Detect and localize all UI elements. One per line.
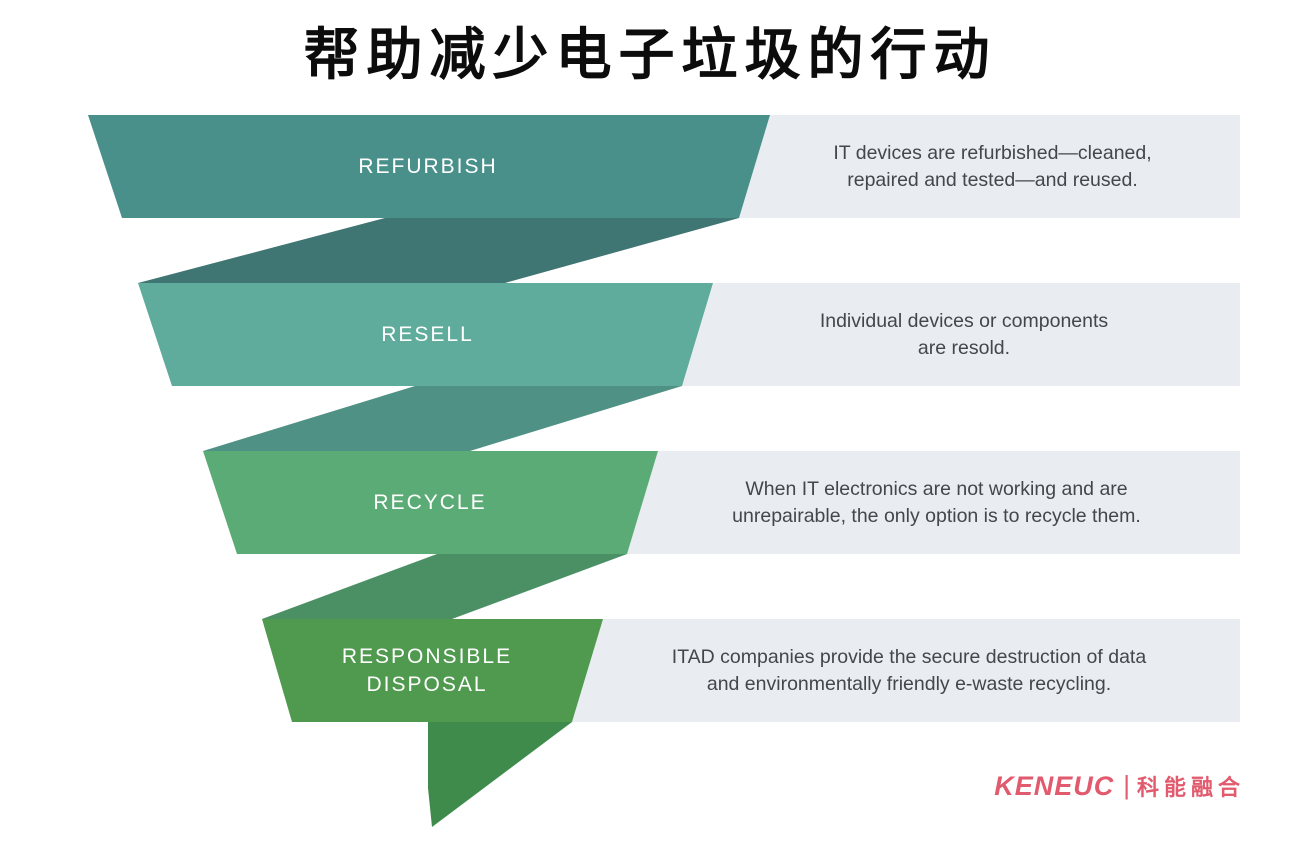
description-line: are resold. <box>917 336 1011 359</box>
description-recycle: When IT electronics are not working and … <box>633 451 1240 554</box>
description-box-responsible-disposal <box>572 619 1240 722</box>
band-recycle <box>203 451 658 554</box>
description-line: IT devices are refurbished—cleaned, <box>833 141 1152 164</box>
description-box-recycle <box>627 451 1240 554</box>
band-label-refurbish: REFURBISH <box>128 115 728 218</box>
brand-logo-separator: | <box>1123 769 1130 800</box>
fold-refurbish-to-resell <box>138 218 739 283</box>
description-box-refurbish <box>739 115 1240 218</box>
description-line: repaired and tested—and reused. <box>847 168 1138 191</box>
funnel-tail <box>428 722 572 827</box>
description-line: ITAD companies provide the secure destru… <box>671 645 1147 668</box>
description-resell: Individual devices or components are res… <box>688 283 1240 386</box>
band-refurbish <box>88 115 770 218</box>
page-title: 帮助减少电子垃圾的行动 <box>303 23 997 88</box>
fold-recycle-to-disposal <box>262 554 627 619</box>
description-box-resell <box>682 283 1240 386</box>
brand-logo: KENEUC | 科能融合 <box>994 770 1245 802</box>
band-label-recycle: RECYCLE <box>220 451 640 554</box>
description-line: When IT electronics are not working and … <box>745 477 1128 500</box>
band-label-resell: RESELL <box>155 283 700 386</box>
description-responsible-disposal: ITAD companies provide the secure destru… <box>578 619 1240 722</box>
band-label-text: RESPONSIBLE <box>341 644 513 668</box>
band-label-text: REFURBISH <box>358 154 498 178</box>
band-label-text: RESELL <box>381 322 474 346</box>
band-label-text: RECYCLE <box>373 490 487 514</box>
brand-logo-cjk: 科能融合 <box>1136 775 1245 800</box>
description-line: Individual devices or components <box>819 309 1109 332</box>
brand-logo-wordmark: KENEUC <box>994 770 1115 801</box>
fold-resell-to-recycle <box>203 386 682 451</box>
description-line: and environmentally friendly e-waste rec… <box>706 672 1112 695</box>
band-responsible-disposal <box>262 619 603 722</box>
band-label-text: DISPOSAL <box>366 672 488 696</box>
description-refurbish: IT devices are refurbished—cleaned, repa… <box>745 115 1240 218</box>
band-label-responsible-disposal: RESPONSIBLE DISPOSAL <box>277 619 577 722</box>
band-resell <box>138 283 713 386</box>
description-line: unrepairable, the only option is to recy… <box>732 504 1141 527</box>
